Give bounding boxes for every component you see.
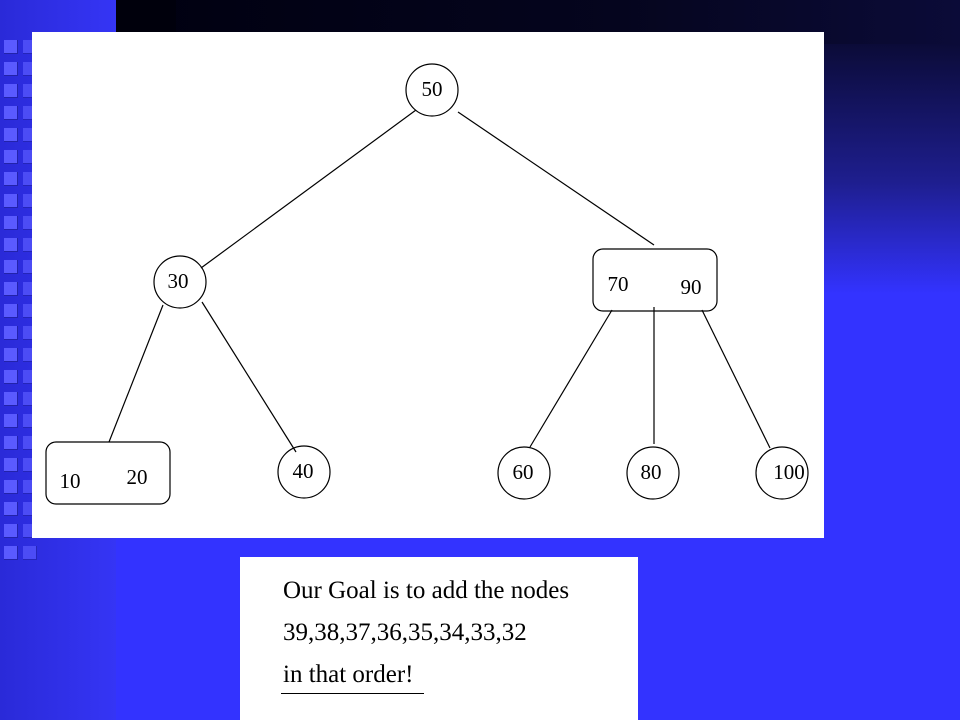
- tree-diagram-panel: 50 30 70 90 10 20 40 60 80 100: [32, 32, 824, 538]
- leaf-80-circle: [626, 446, 680, 500]
- goal-line-2: 39,38,37,36,35,34,33,32: [283, 619, 527, 646]
- node-root-label: 50: [422, 77, 443, 101]
- node-right-child-key-a: 70: [608, 272, 629, 296]
- edge-70-90-60: [529, 309, 613, 448]
- leaf-100-label: 100: [773, 460, 805, 484]
- goal-text-panel: Our Goal is to add the nodes 39,38,37,36…: [240, 557, 638, 720]
- leaf-100-circle: [755, 446, 809, 500]
- leaf-left-key-b: 20: [127, 465, 148, 489]
- decorative-square-column-left: [4, 40, 20, 560]
- tree-diagram: 50 30 70 90 10 20 40 60 80 100: [45, 63, 809, 505]
- leaf-80-label: 80: [641, 460, 662, 484]
- goal-line-1: Our Goal is to add the nodes: [283, 577, 570, 604]
- leaf-60-label: 60: [513, 460, 534, 484]
- node-root-circle: [405, 63, 459, 117]
- leaf-left-key-a: 10: [60, 469, 81, 493]
- edge-70-90-100: [701, 309, 771, 449]
- slide-right-gradient: [824, 44, 960, 294]
- edge-30-40: [201, 301, 297, 453]
- edge-50-30: [200, 109, 417, 269]
- node-right-child-box: [592, 248, 718, 312]
- node-left-child-label: 30: [168, 269, 189, 293]
- node-left-child-circle: [153, 255, 207, 309]
- leaf-left-box: [45, 441, 171, 505]
- edge-50-70-90: [457, 111, 655, 246]
- leaf-40-circle: [277, 445, 331, 499]
- goal-underline: [281, 693, 424, 694]
- leaf-60-circle: [497, 446, 551, 500]
- goal-line-3: in that order!: [283, 661, 414, 688]
- edge-30-10-20: [108, 304, 164, 443]
- node-right-child-key-b: 90: [681, 275, 702, 299]
- leaf-40-label: 40: [293, 459, 314, 483]
